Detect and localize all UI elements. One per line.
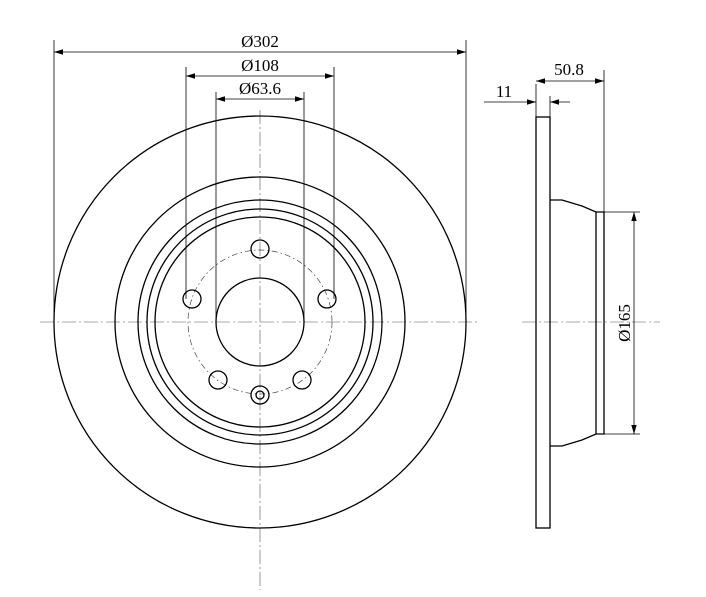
- front-view: Ø302 Ø108 Ø63.6: [40, 32, 480, 590]
- bolt-hole: [292, 370, 312, 390]
- bolt-hole: [182, 289, 202, 309]
- thickness-label: 11: [496, 82, 512, 101]
- side-extension-lines: [535, 70, 640, 435]
- side-view: 11 50.8 Ø165: [484, 60, 660, 529]
- hat-inner-edge: [154, 216, 366, 428]
- center-bore-label: Ø63.6: [239, 79, 281, 98]
- bolt-holes: [182, 239, 337, 405]
- bolt-pitch-circle: [187, 249, 333, 395]
- locator-hole-inner: [255, 390, 265, 400]
- disc-plate: [535, 116, 551, 529]
- hat-outer-edge: [137, 199, 383, 445]
- locator-hole: [250, 385, 270, 405]
- hat-step: [146, 208, 374, 436]
- hat-profile: [550, 199, 605, 447]
- bolt-hole: [250, 239, 270, 259]
- height-label: 50.8: [554, 60, 584, 79]
- bolt-circle-label: Ø108: [241, 56, 279, 75]
- bolt-hole: [208, 370, 228, 390]
- bolt-hole: [317, 289, 337, 309]
- outer-rim: [53, 115, 467, 529]
- braking-surface-inner-edge: [114, 176, 406, 468]
- hat-diameter-label: Ø165: [615, 304, 634, 342]
- extension-lines: [53, 40, 467, 322]
- outer-diameter-label: Ø302: [241, 32, 279, 51]
